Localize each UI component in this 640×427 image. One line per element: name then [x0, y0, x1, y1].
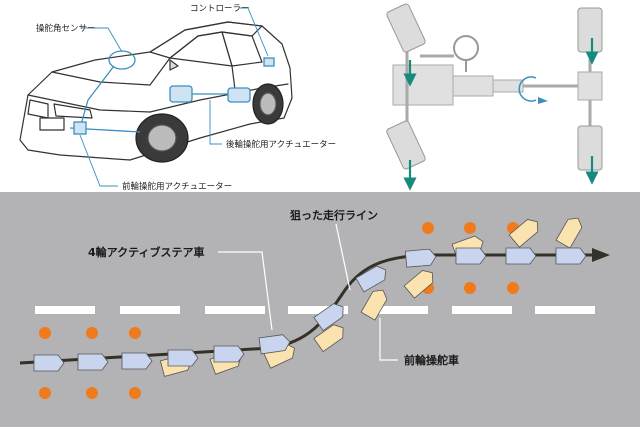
wheel-rear-left	[577, 7, 603, 53]
controller-label: コントローラー	[190, 4, 250, 14]
wheel-front-left	[386, 3, 426, 53]
steering-angle-sensor-label: 操舵角センサー	[36, 24, 96, 34]
rotation-arrow-icon	[518, 76, 537, 102]
car-illustration	[19, 21, 293, 163]
wheel-rear-right	[577, 125, 603, 171]
steering-wheel-top-icon	[453, 35, 479, 61]
rear-actuator-icon	[169, 85, 193, 103]
four-wheel-car-label: 4輪アクティブステア車	[88, 246, 205, 259]
target-line-label: 狙った走行ライン	[290, 209, 378, 222]
steering-system	[69, 50, 275, 135]
controller-icon	[263, 57, 275, 67]
four-wheel-steer-cars	[33, 247, 587, 372]
car-leader-lines	[79, 7, 269, 187]
cones	[39, 222, 519, 399]
top-view-mechanism	[386, 3, 603, 191]
target-driving-line	[19, 253, 598, 365]
path-arrow-head-icon	[592, 248, 610, 262]
wheel-front-right	[386, 120, 426, 170]
rear-actuator-label: 後輪操舵用アクチュエーター	[226, 140, 337, 150]
front-wheel-car-label: 前輪操舵車	[404, 354, 459, 367]
lane-markings	[35, 306, 595, 314]
front-actuator-icon	[73, 121, 87, 135]
steering-wheel-icon	[108, 50, 136, 70]
front-actuator-label: 前輪操舵用アクチュエーター	[122, 182, 233, 192]
force-arrows	[403, 38, 599, 191]
road-leader-lines	[218, 223, 398, 361]
